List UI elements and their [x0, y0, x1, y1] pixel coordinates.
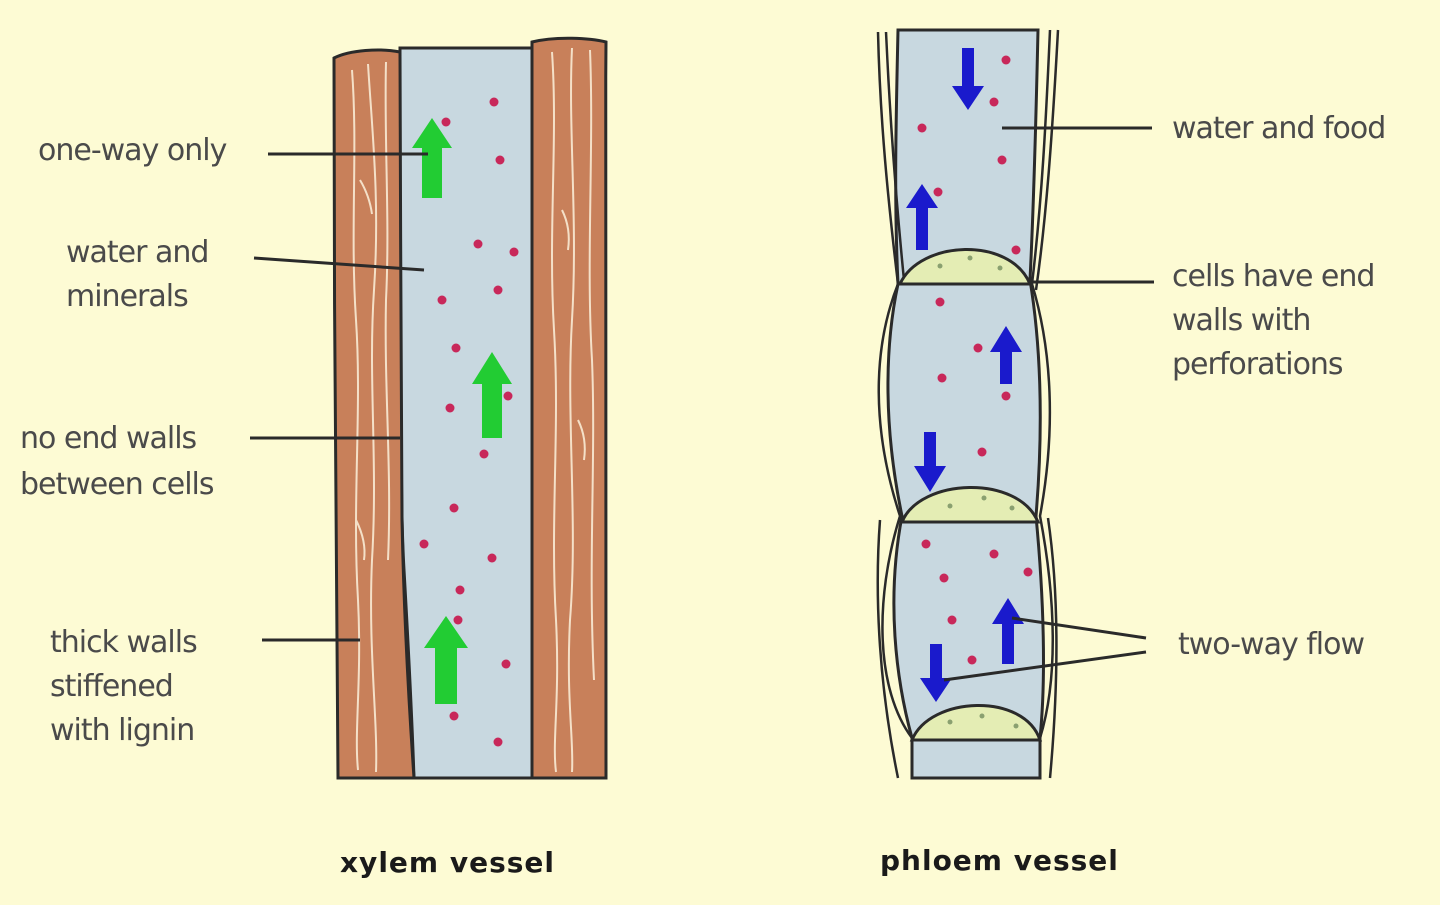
arrow-down-icon [914, 432, 946, 492]
xylem-lumen [398, 46, 534, 780]
particle [989, 97, 999, 107]
label-cells-have-end-walls-line2: walls with [1172, 303, 1310, 338]
particle [1001, 55, 1011, 65]
particle [437, 295, 447, 305]
xylem-title: xylem vessel [340, 846, 555, 879]
arrow-down-icon [952, 48, 984, 110]
arrow-up-icon [992, 598, 1024, 664]
phloem-sieve-plates [897, 248, 1043, 742]
label-water-and-food: water and food [1172, 111, 1385, 146]
particle [973, 343, 983, 353]
xylem-particles [419, 97, 519, 747]
particle [509, 247, 519, 257]
phloem-vessel: water and food cells have end walls with… [876, 28, 1386, 877]
sieve-plate [909, 704, 1043, 742]
xylem-flow-arrows [412, 118, 512, 704]
particle [493, 737, 503, 747]
arrow-up-icon [424, 616, 468, 704]
label-thick-walls: thick walls [50, 625, 197, 660]
xylem-wood-grain [351, 47, 595, 773]
label-cells-have-end-walls: cells have end [1172, 259, 1374, 294]
particle [455, 585, 465, 595]
phloem-leader-lines [943, 126, 1154, 682]
particle [489, 97, 499, 107]
phloem-title: phloem vessel [880, 844, 1119, 877]
arrow-up-icon [472, 352, 512, 438]
particle [419, 539, 429, 549]
particle [997, 155, 1007, 165]
particle [1011, 245, 1021, 255]
particle [935, 297, 945, 307]
label-thick-walls-line2: stiffened [50, 669, 173, 704]
particle [503, 391, 513, 401]
particle [449, 711, 459, 721]
particle [445, 403, 455, 413]
particle [967, 655, 977, 665]
phloem-lumen [886, 28, 1045, 780]
particle [441, 117, 451, 127]
label-two-way-flow: two-way flow [1178, 627, 1364, 662]
arrow-down-icon [920, 644, 952, 702]
particle [1001, 391, 1011, 401]
label-cells-have-end-walls-line3: perforations [1172, 347, 1343, 382]
label-one-way-only: one-way only [38, 133, 227, 168]
particle [501, 659, 511, 669]
particle [473, 239, 483, 249]
particle [921, 539, 931, 549]
particle [937, 373, 947, 383]
xylem-leader-lines [250, 152, 428, 642]
xylem-right-wall [530, 36, 608, 780]
particle [493, 285, 503, 295]
particle [495, 155, 505, 165]
label-water-and-minerals: water and [66, 235, 208, 270]
particle [989, 549, 999, 559]
particle [1023, 567, 1033, 577]
particle [449, 503, 459, 513]
particle [453, 615, 463, 625]
particle [947, 615, 957, 625]
particle [977, 447, 987, 457]
sieve-plate [897, 248, 1033, 286]
label-no-end-walls-line2: between cells [20, 467, 214, 502]
phloem-particles [917, 55, 1033, 665]
sieve-plate [899, 486, 1041, 524]
particle [917, 123, 927, 133]
label-thick-walls-line3: with lignin [50, 713, 194, 748]
phloem-cell-outlines [876, 29, 1060, 779]
particle [939, 573, 949, 583]
phloem-flow-arrows [906, 48, 1024, 702]
particle [479, 449, 489, 459]
particle [487, 553, 497, 563]
arrow-up-icon [906, 184, 938, 250]
label-water-and-minerals-line2: minerals [66, 279, 188, 314]
label-no-end-walls: no end walls [20, 421, 197, 456]
xylem-vessel: one-way only water and minerals no end w… [20, 36, 608, 879]
arrow-up-icon [990, 326, 1022, 384]
arrow-up-icon [412, 118, 452, 198]
particle [451, 343, 461, 353]
particle [933, 187, 943, 197]
